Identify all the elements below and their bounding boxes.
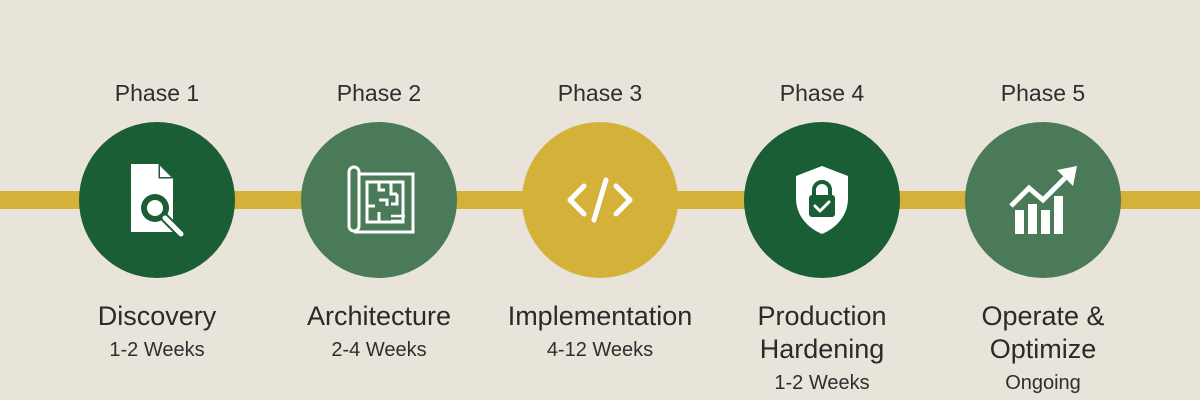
phase-5: Phase 5 Operate & Optimize Ongoing (933, 0, 1153, 400)
phase-title-text: Architecture (306, 301, 452, 331)
phase-title-text: Implementation (507, 301, 693, 331)
phase-title: Production Hardening 1-2 Weeks (692, 300, 952, 396)
phase-title-text: Discovery (97, 301, 217, 331)
phase-title-text: Production Hardening (757, 301, 887, 364)
phase-label: Phase 3 (557, 80, 643, 106)
phase-label: Phase 1 (114, 80, 200, 106)
phase-2: Phase 2 Architecture 2-4 Weeks (269, 0, 489, 400)
phase-4: Phase 4 Production Hardening 1-2 Weeks (712, 0, 932, 400)
phase-label: Phase 2 (336, 80, 422, 106)
phase-1: Phase 1 Discovery 1-2 Weeks (47, 0, 267, 400)
phase-circle (744, 122, 900, 278)
growth-chart-icon (1007, 166, 1077, 234)
phase-title: Architecture 2-4 Weeks (249, 300, 509, 363)
phase-circle (79, 122, 235, 278)
phase-label: Phase 5 (1000, 80, 1086, 106)
phase-title: Discovery 1-2 Weeks (27, 300, 287, 363)
phase-title-text: Operate & Optimize (981, 301, 1105, 364)
blueprint-icon (347, 165, 415, 234)
phase-circle (965, 122, 1121, 278)
phase-title: Implementation 4-12 Weeks (470, 300, 730, 363)
shield-lock-icon (796, 166, 848, 234)
phase-duration: Ongoing (1005, 372, 1081, 394)
phase-duration: 1-2 Weeks (774, 372, 870, 394)
code-icon (567, 177, 633, 223)
phase-circle (522, 122, 678, 278)
phase-3: Phase 3 Implementation 4-12 Weeks (490, 0, 710, 400)
phase-label: Phase 4 (779, 80, 865, 106)
document-search-icon (131, 164, 186, 239)
phase-duration: 2-4 Weeks (331, 339, 427, 361)
phase-title: Operate & Optimize Ongoing (913, 300, 1173, 396)
phase-circle (301, 122, 457, 278)
phase-duration: 1-2 Weeks (109, 339, 205, 361)
phase-duration: 4-12 Weeks (546, 339, 654, 361)
